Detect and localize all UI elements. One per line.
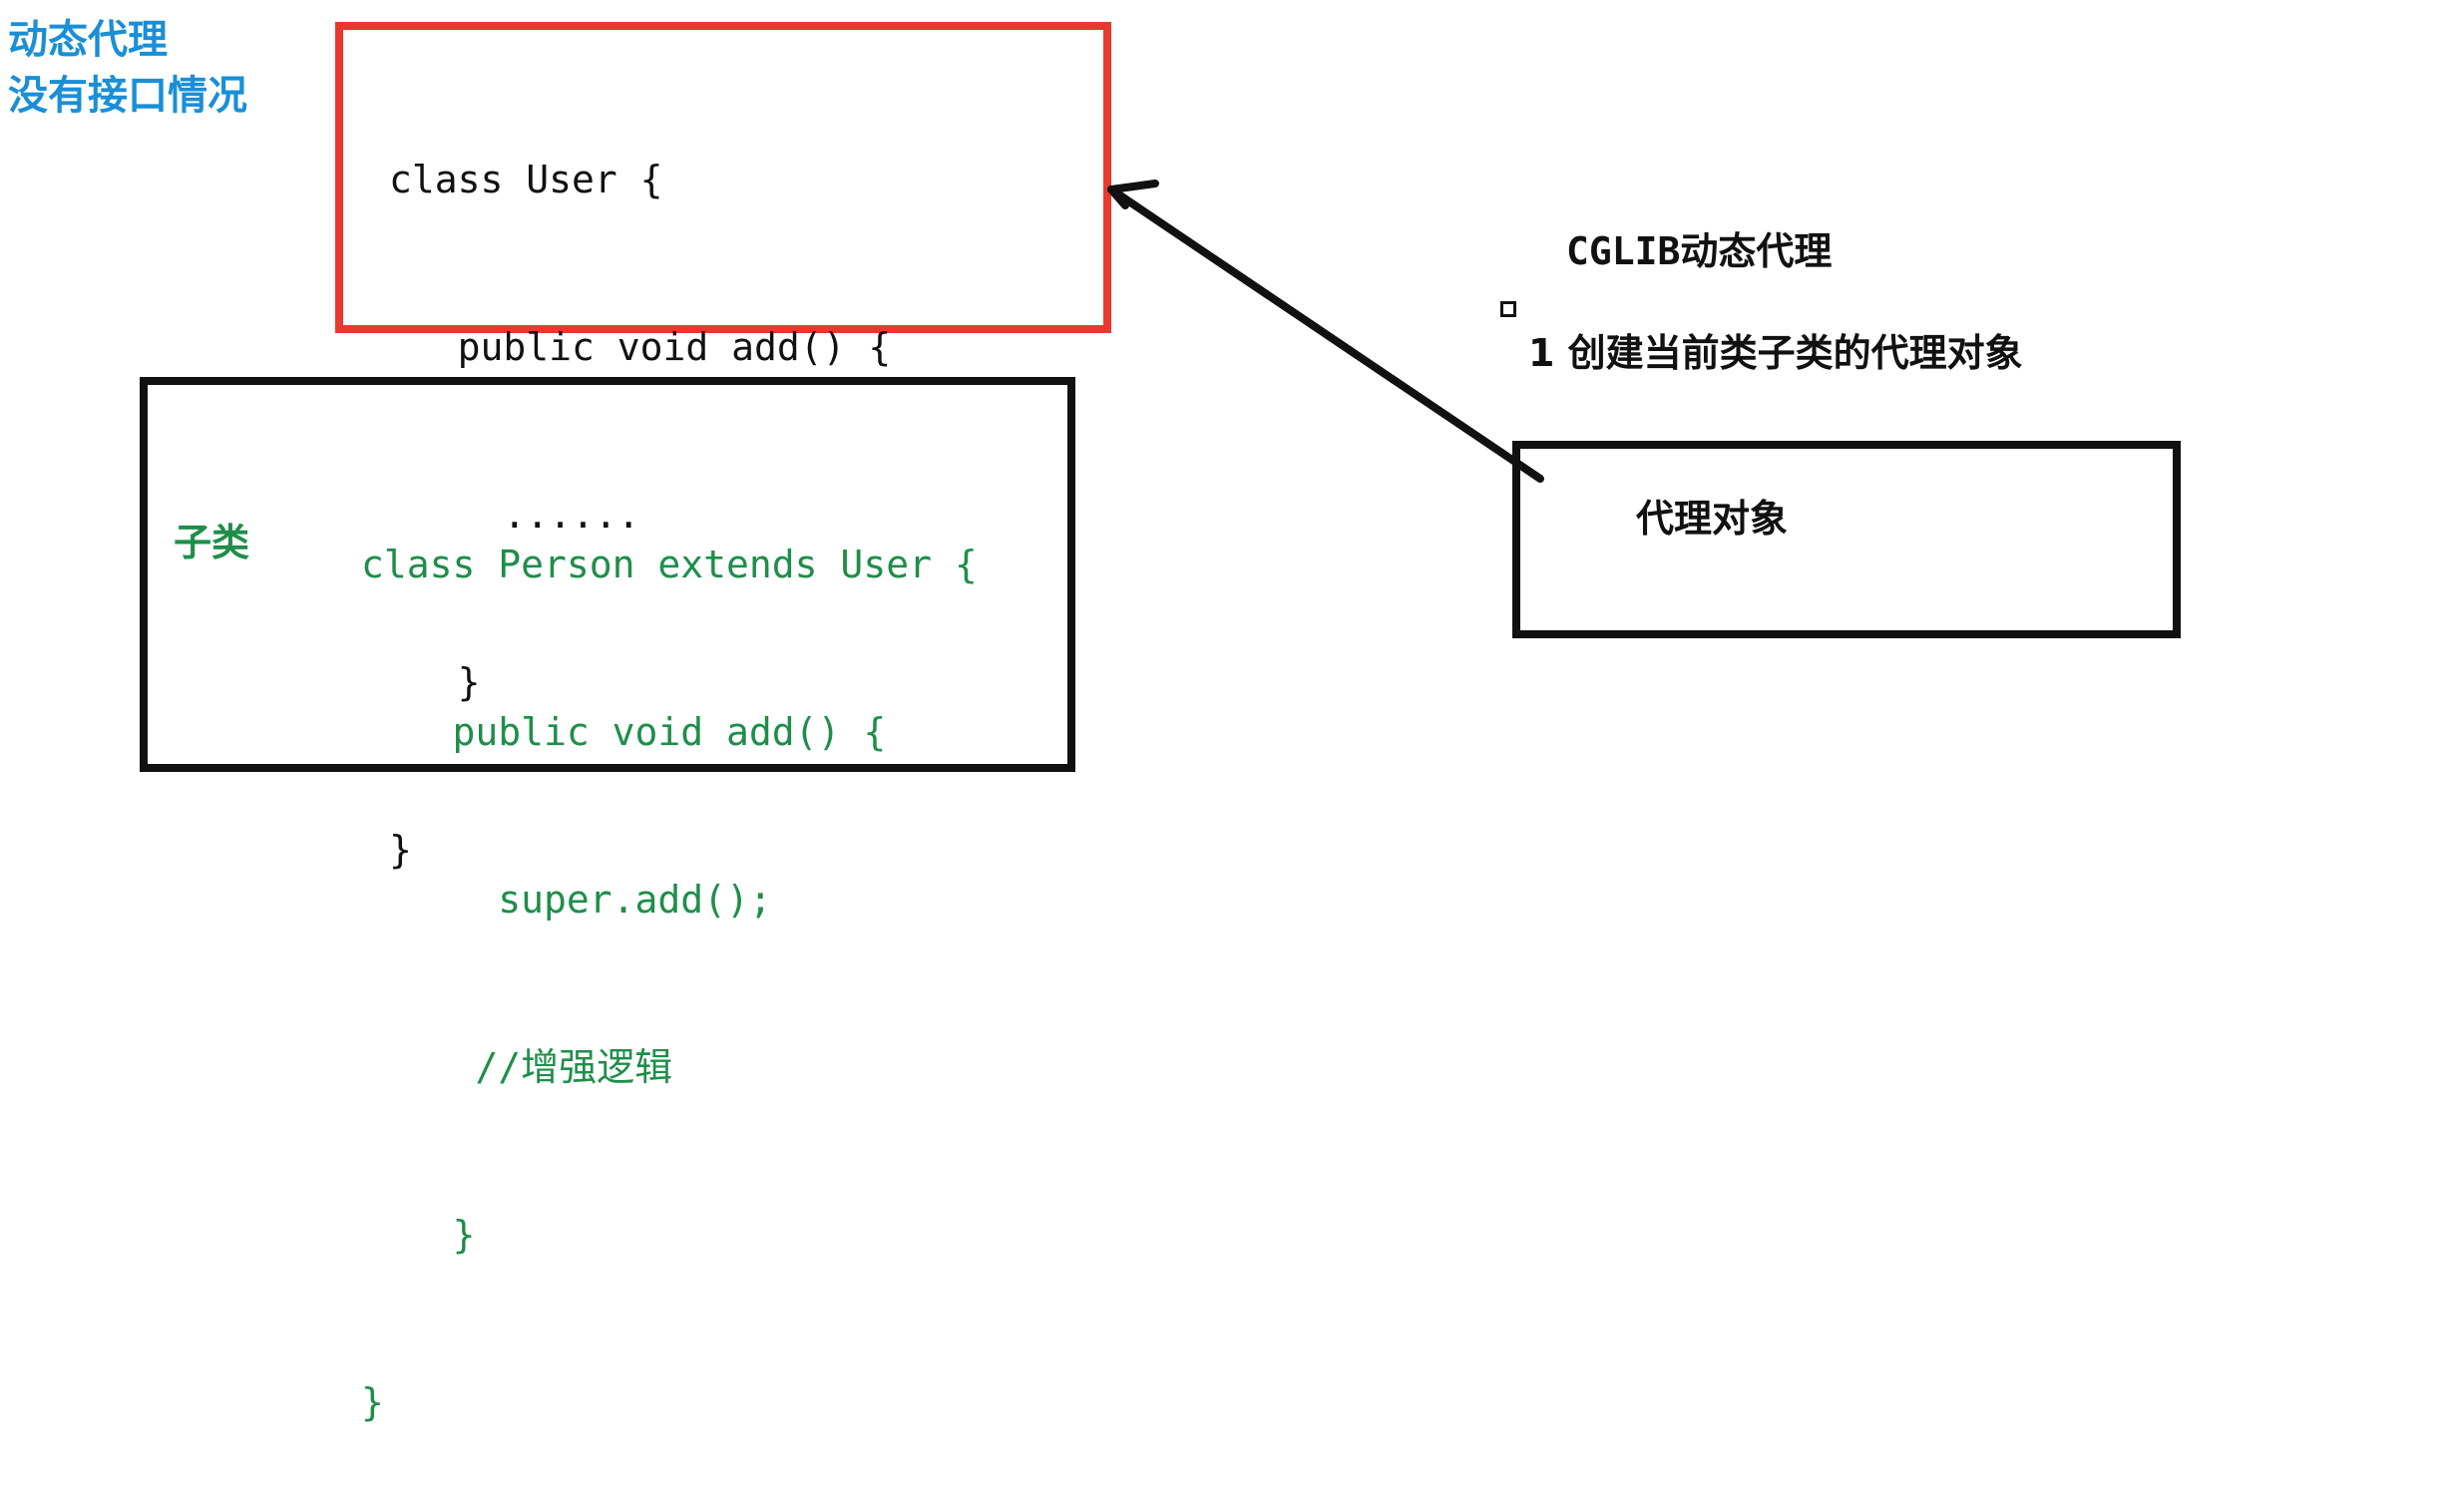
user-code-line-1: class User { [389,158,663,201]
arrow-shaft [1107,186,1544,483]
person-code-line-2: public void add() { [361,710,887,754]
bullet-square-icon [1500,301,1516,317]
user-code-line-3: ...... [389,493,640,537]
diagram-title: 动态代理 没有接口情况 [8,12,247,124]
proxy-object-label: 代理对象 [1636,497,1789,541]
cglib-heading: CGLIB动态代理 [1566,229,1833,273]
person-code-line-1: class Person extends User { [361,543,978,586]
arrow-head-upper [1107,180,1159,193]
user-code-line-2: public void add() { [389,325,892,369]
person-code-line-3: super.add(); [361,878,772,922]
cglib-step-1: 1 创建当前类子类的代理对象 [1528,331,2023,375]
person-class-box [140,377,1075,772]
user-class-box [335,22,1111,333]
title-line-2: 没有接口情况 [8,73,247,119]
person-code-line-4: //增强逻辑 [361,1045,673,1089]
arrow-head-lower [1107,186,1129,209]
user-code-line-4: } [389,660,481,704]
person-code-line-5: } [361,1213,476,1257]
person-class-code: class Person extends User { public void … [361,425,978,1486]
subclass-label: 子类 [174,521,250,564]
title-line-1: 动态代理 [8,17,168,63]
person-code-line-6: } [361,1380,384,1424]
proxy-object-box [1512,441,2181,638]
user-class-code: class User { public void add() { ...... … [389,40,891,933]
